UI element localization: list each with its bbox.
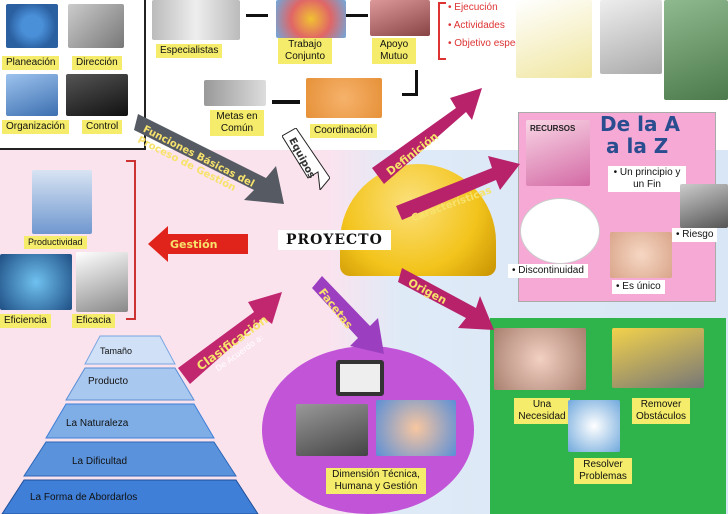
equipos-coordinacion: Coordinación: [310, 124, 377, 138]
pyramid-label-dificultad: La Dificultad: [72, 456, 128, 467]
baby-image: [610, 232, 672, 278]
blank-circle-image: [520, 198, 600, 264]
gestion-bracket: [126, 160, 136, 320]
arrow-left-icon: [272, 100, 300, 104]
caracteristicas-principio-fin: • Un principio y un Fin: [608, 166, 686, 192]
pyramid-label-tamano: Tamaño: [100, 346, 133, 356]
especialistas-image: [152, 0, 240, 40]
arrow-down-icon: [402, 70, 418, 96]
pyramid-level-3: [45, 403, 215, 439]
pyramid-level-2: [65, 367, 195, 401]
gestion-eficiencia: Eficiencia: [0, 314, 51, 328]
apoyo-image: [370, 0, 430, 36]
equipos-metas-comun: Metas en Común: [210, 110, 264, 136]
funciones-organizacion: Organización: [2, 120, 69, 134]
pyramid-label-naturaleza: La Naturaleza: [66, 418, 129, 429]
funciones-arrow: [134, 114, 284, 204]
equipos-trabajo-conjunto: Trabajo Conjunto: [278, 38, 332, 64]
eficiencia-image: [0, 254, 72, 310]
equipos-arrow: [282, 128, 330, 190]
funciones-direccion: Dirección: [72, 56, 122, 70]
equipos-especialistas: Especialistas: [156, 44, 223, 58]
climber-image: [664, 0, 728, 100]
pyramid-level-5: [1, 479, 259, 514]
caracteristicas-es-unico: • Es único: [612, 280, 665, 294]
recursos-image: [526, 120, 590, 186]
gestion-productividad: Productividad: [24, 236, 87, 249]
control-image: [66, 74, 128, 116]
gestion-arrow-text: Gestión: [170, 238, 218, 251]
wrench-monitor-icon: [336, 360, 384, 396]
caracteristicas-arrow: [396, 156, 520, 220]
pyramid-label-producto: Producto: [88, 376, 129, 387]
productividad-image: [32, 170, 92, 234]
origen-arrow: [398, 268, 494, 330]
pyramid-label-forma: La Forma de Abordarlos: [30, 492, 138, 503]
funciones-planeacion: Planeación: [2, 56, 60, 70]
direccion-image: [68, 4, 124, 48]
riesgo-image: [680, 184, 728, 228]
metas-image: [204, 80, 266, 106]
a-la-z-label: a la Z: [606, 134, 669, 158]
facetas-arrow: [312, 276, 384, 354]
arrow-right-icon: [346, 14, 368, 24]
clasificacion-pyramid: [1, 335, 259, 514]
origen-necesidad: Una Necesidad: [514, 398, 570, 424]
team-photo-image: [296, 404, 368, 456]
checklist-image: [516, 0, 592, 78]
caracteristicas-riesgo: • Riesgo: [672, 228, 718, 242]
gestion-eficacia: Eficacia: [72, 314, 116, 328]
equipos-apoyo-mutuo: Apoyo Mutuo: [372, 38, 416, 64]
archer-image: [600, 0, 662, 74]
bulldozer-image: [612, 328, 704, 388]
facetas-dimension: Dimensión Técnica, Humana y Gestión: [326, 468, 426, 494]
gestion-arrow: [148, 226, 248, 262]
arrow-right-icon: [246, 14, 268, 24]
eficacia-image: [76, 252, 128, 312]
puzzle-image: [276, 0, 346, 38]
funciones-control: Control: [82, 120, 123, 134]
recursos-label: RECURSOS: [530, 124, 576, 133]
coordinacion-image: [306, 78, 382, 118]
organizacion-image: [6, 74, 58, 116]
pyramid-level-1: [84, 335, 176, 365]
necesidad-image: [494, 328, 586, 390]
origen-problemas: Resolver Problemas: [574, 458, 632, 484]
center-title: PROYECTO: [278, 230, 391, 250]
definicion-arrow: [372, 88, 482, 184]
clasificacion-arrow: [178, 292, 282, 384]
problemas-image: [568, 400, 620, 452]
pyramid-level-4: [23, 441, 237, 477]
definicion-item-3: • Objetivo especifico: [448, 38, 539, 49]
people-icons-image: [376, 400, 456, 456]
origen-obstaculos: Remover Obstáculos: [632, 398, 690, 424]
definicion-item-2: • Actividades: [448, 20, 505, 31]
definicion-bracket: [438, 2, 446, 60]
caracteristicas-discontinuidad: • Discontinuidad: [508, 264, 588, 278]
definicion-item-1: • Ejecución: [448, 2, 498, 13]
planeacion-image: [6, 4, 58, 48]
de-la-a-label: De la A: [600, 112, 680, 136]
